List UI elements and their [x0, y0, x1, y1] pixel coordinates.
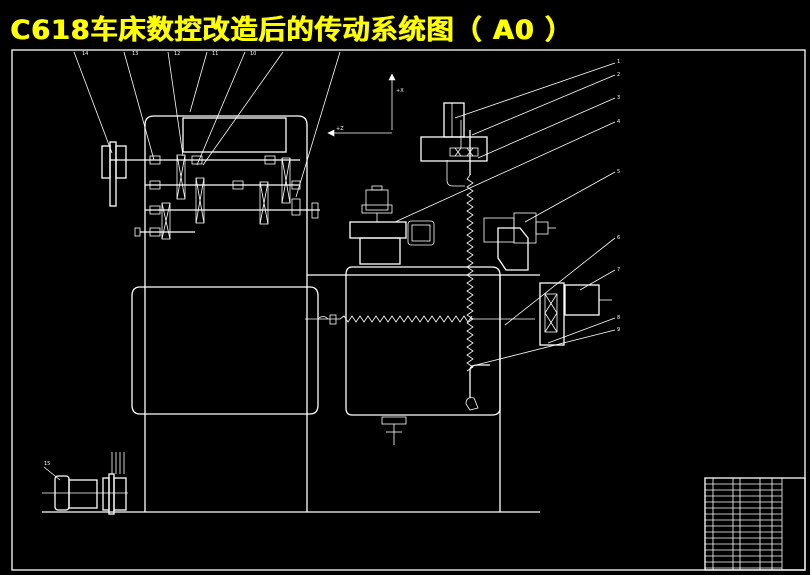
svg-text:7: 7	[617, 267, 620, 273]
lead-screw	[305, 314, 535, 325]
svg-text:5: 5	[617, 169, 620, 175]
drawing-title: C618车床数控改造后的传动系统图（ A0 ）	[10, 15, 573, 46]
svg-text:13: 13	[132, 51, 138, 57]
svg-text:2: 2	[617, 72, 620, 78]
stepper-motor-x	[539, 282, 612, 346]
main-motor: 15	[42, 452, 128, 515]
svg-text:3: 3	[617, 95, 620, 101]
svg-text:12: 12	[174, 51, 180, 57]
svg-text:+X: +X	[396, 88, 404, 94]
stepper-motor-z	[420, 102, 488, 187]
svg-text:9: 9	[617, 327, 620, 333]
svg-text:14: 14	[82, 51, 88, 57]
svg-text:+Z: +Z	[336, 126, 344, 132]
cross-slide-screw	[466, 130, 490, 398]
callout-leaders: 1 2 3 4 5 6 7 8 9 14 13 12 11 10	[73, 51, 620, 366]
svg-text:15: 15	[44, 461, 50, 467]
svg-text:1: 1	[617, 59, 620, 65]
lathe-bed	[42, 266, 540, 513]
headstock	[101, 115, 320, 287]
title-block	[704, 477, 806, 571]
svg-text:10: 10	[250, 51, 256, 57]
tool-post	[349, 185, 435, 265]
svg-text:8: 8	[617, 315, 620, 321]
svg-text:4: 4	[617, 119, 620, 125]
drawing-frame	[11, 49, 806, 571]
svg-text:6: 6	[617, 235, 620, 241]
svg-text:11: 11	[212, 51, 218, 57]
tailstock	[483, 212, 556, 271]
direction-arrows: +X +Z	[327, 73, 404, 137]
